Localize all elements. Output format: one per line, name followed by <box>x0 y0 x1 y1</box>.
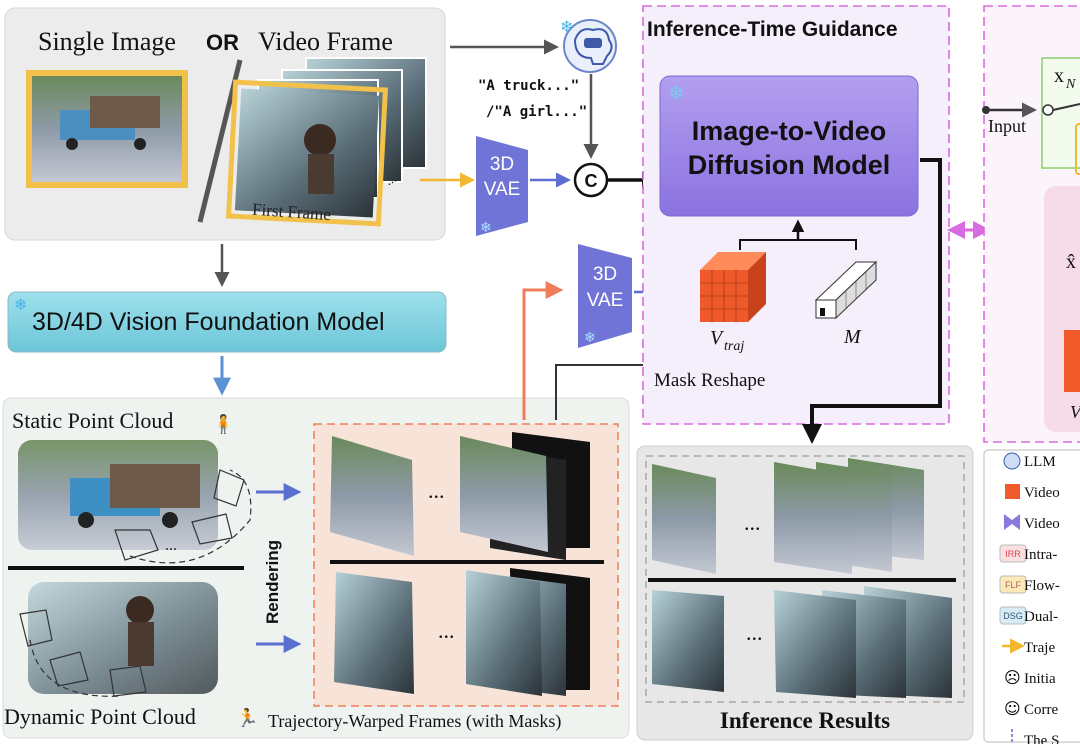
or-label: OR <box>206 30 239 55</box>
vtraj-latent-cube <box>700 252 766 322</box>
legend-arrow-icon: Traje <box>1002 638 1055 656</box>
single-image-thumbnail <box>26 70 188 188</box>
input-label: Input <box>988 116 1026 136</box>
legend-label: Corre <box>1024 702 1058 718</box>
vtraj-label: V <box>710 327 725 349</box>
diffusion-model-line1: Image-to-Video <box>692 116 887 146</box>
dynamic-point-cloud-image <box>28 582 218 694</box>
dynamic-point-cloud-label: Dynamic Point Cloud <box>4 704 196 729</box>
legend-label: LLM <box>1024 454 1056 470</box>
warped-frames-static <box>330 432 590 560</box>
inference-guidance-title: Inference-Time Guidance <box>647 18 898 41</box>
snowflake-icon: ❄ <box>14 297 27 314</box>
inference-results-label: Inference Results <box>720 708 890 733</box>
foundation-model-box <box>7 291 447 353</box>
svg-text:❄: ❄ <box>584 329 596 345</box>
vtraj-subscript: traj <box>724 339 744 354</box>
diffusion-model-box[interactable] <box>659 75 919 217</box>
svg-text:VAE: VAE <box>587 290 624 311</box>
llm-brain-icon: ❄ <box>560 19 617 73</box>
rendering-label: Rendering <box>263 540 282 624</box>
legend-label: Traje <box>1024 640 1055 656</box>
inference-results-dashed-frame <box>645 455 965 703</box>
arrow-model-to-results <box>802 158 942 444</box>
vae-encoder-bottom: 3D VAE ❄ <box>578 244 632 348</box>
camera-trajectory-static <box>114 469 252 564</box>
legend-label: Intra- <box>1024 547 1057 563</box>
mask-reshape-label: Mask Reshape <box>654 370 765 391</box>
legend-sad-face-icon: ☹Initia <box>1004 668 1056 687</box>
results-dynamic-frames <box>652 586 952 698</box>
prompt-truck: "A truck..." <box>478 78 579 94</box>
warped-frames-dynamic <box>334 568 590 696</box>
arrow-warped-to-vae <box>522 281 564 420</box>
mask-latent-strip <box>814 260 878 320</box>
legend-label: Initia <box>1024 671 1056 687</box>
static-point-cloud-image <box>18 440 218 550</box>
single-image-label: Single Image <box>38 27 176 56</box>
legend-happy-face-icon: ☺Corre <box>1004 699 1058 718</box>
static-person-icon: 🧍 <box>212 413 234 434</box>
legend-llm-icon: LLM <box>1003 452 1056 470</box>
x-n-subscript: N <box>1065 77 1076 92</box>
foundation-model-label: 3D/4D Vision Foundation Model <box>32 308 385 336</box>
x-hat-label: x̂ <box>1066 251 1076 273</box>
video-frame-stack <box>225 57 427 227</box>
svg-text:...: ... <box>428 478 445 503</box>
concat-node <box>573 162 609 198</box>
legend-label: Video <box>1024 516 1060 532</box>
svg-text:...: ... <box>165 537 177 554</box>
mask-label: M <box>843 326 862 348</box>
legend-label: Dual- <box>1024 609 1058 625</box>
svg-text:❄: ❄ <box>560 19 573 36</box>
switch-node <box>1042 104 1054 116</box>
prompt-girl: /"A girl..." <box>486 104 587 120</box>
legend-label: The S <box>1024 733 1059 744</box>
detail-v-label: V <box>1070 402 1080 422</box>
svg-text:❄: ❄ <box>480 219 492 235</box>
video-frame-label: Video Frame <box>258 27 393 56</box>
camera-trajectory-dynamic <box>19 609 147 697</box>
svg-text:VAE: VAE <box>484 179 521 200</box>
legend-label: Video <box>1024 485 1060 501</box>
concat-symbol: C <box>585 171 598 191</box>
results-static-frames <box>652 458 924 574</box>
warped-frames-caption: Trajectory-Warped Frames (with Masks) <box>268 711 561 732</box>
svg-text:3D: 3D <box>490 154 514 175</box>
legend-tag-text: IRR <box>1005 549 1021 559</box>
svg-text:...: ... <box>438 618 455 643</box>
running-person-icon: 🏃 <box>236 707 258 728</box>
svg-text:...: ... <box>746 620 763 645</box>
svg-text:☹: ☹ <box>1004 668 1021 687</box>
legend-dashed-down-icon: The S <box>1011 729 1059 744</box>
svg-text:3D: 3D <box>593 264 617 285</box>
snowflake-icon: ❄ <box>668 83 685 105</box>
detail-pink-box <box>1044 186 1080 432</box>
diffusion-model-line2: Diffusion Model <box>688 150 890 180</box>
legend-tag-text: DSG <box>1003 611 1023 621</box>
svg-text:...: ... <box>744 510 761 535</box>
legend-vae-icon: Video <box>1004 514 1060 532</box>
input-node <box>982 106 990 114</box>
legend-tag-text: FLF <box>1005 580 1022 590</box>
svg-text:☺: ☺ <box>1004 699 1021 718</box>
legend-label: Flow- <box>1024 578 1060 594</box>
static-point-cloud-label: Static Point Cloud <box>12 408 173 433</box>
legend-cube-icon: Video <box>1005 484 1060 501</box>
vae-encoder-top: 3D VAE ❄ <box>476 136 528 236</box>
x-n-label: x <box>1054 65 1064 87</box>
